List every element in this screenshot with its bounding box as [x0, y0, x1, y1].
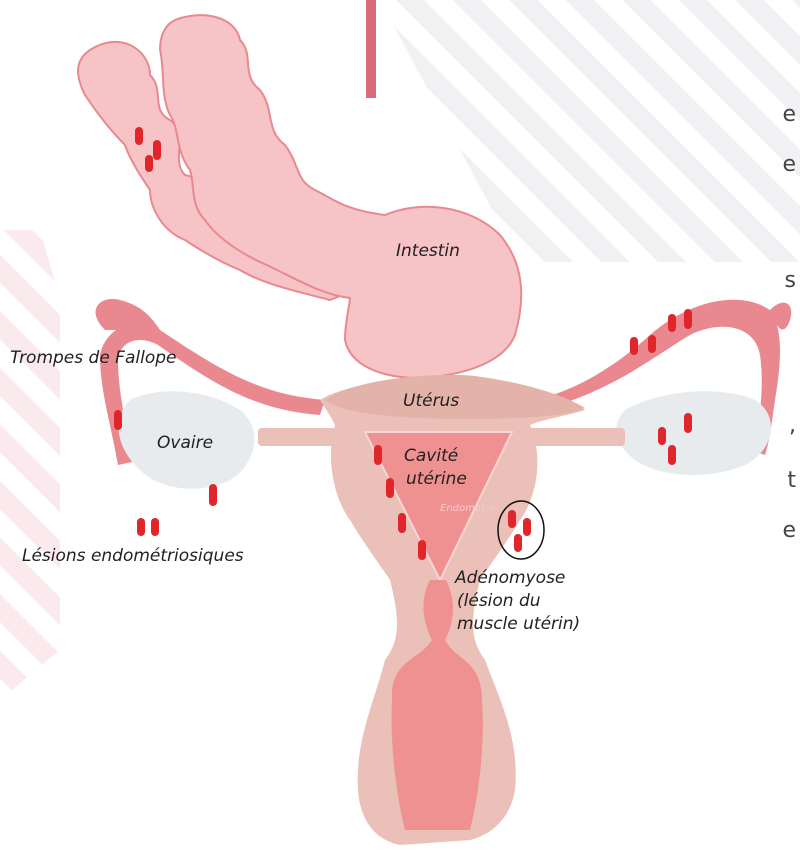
lesion-mark — [684, 309, 692, 329]
label-adenomyose-2: (lésion du — [457, 590, 541, 612]
label-ovaire: Ovaire — [157, 432, 213, 454]
label-cavite-2: utérine — [406, 468, 467, 490]
lesion-mark — [137, 518, 145, 536]
label-adenomyose-3: muscle utérin) — [457, 613, 580, 635]
lesion-mark — [668, 314, 676, 332]
edge-fragment: s — [785, 268, 796, 293]
label-lesions: Lésions endométriosiques — [22, 545, 244, 567]
lesion-mark — [151, 518, 159, 536]
label-uterus: Utérus — [403, 390, 459, 412]
label-endometre: Endomètre — [440, 503, 495, 514]
lesion-mark — [668, 445, 676, 465]
edge-fragment: , — [789, 413, 796, 438]
accent-bar — [366, 0, 376, 98]
label-cavite-1: Cavité — [404, 445, 458, 467]
lesion-mark — [153, 140, 161, 160]
lesion-mark — [418, 540, 426, 560]
edge-fragment: e — [782, 102, 796, 127]
lesion-mark — [630, 337, 638, 355]
lesion-mark — [514, 534, 522, 552]
edge-fragment: t — [787, 468, 796, 493]
label-intestin: Intestin — [396, 240, 460, 262]
label-adenomyose-1: Adénomyose — [455, 567, 565, 589]
lesion-mark — [145, 155, 153, 172]
lesion-mark — [658, 427, 666, 445]
lesion-mark — [386, 478, 394, 498]
lesion-mark — [135, 127, 143, 145]
label-trompes: Trompes de Fallope — [10, 347, 176, 369]
lesion-mark — [523, 518, 531, 536]
lesion-mark — [114, 410, 122, 430]
edge-fragment: e — [782, 518, 796, 543]
lesion-mark — [209, 484, 217, 506]
lesion-mark — [374, 445, 382, 465]
lesion-mark — [648, 335, 656, 353]
lesion-mark — [398, 513, 406, 533]
lesion-mark — [508, 510, 516, 528]
edge-fragment: e — [782, 152, 796, 177]
lesion-mark — [684, 413, 692, 433]
